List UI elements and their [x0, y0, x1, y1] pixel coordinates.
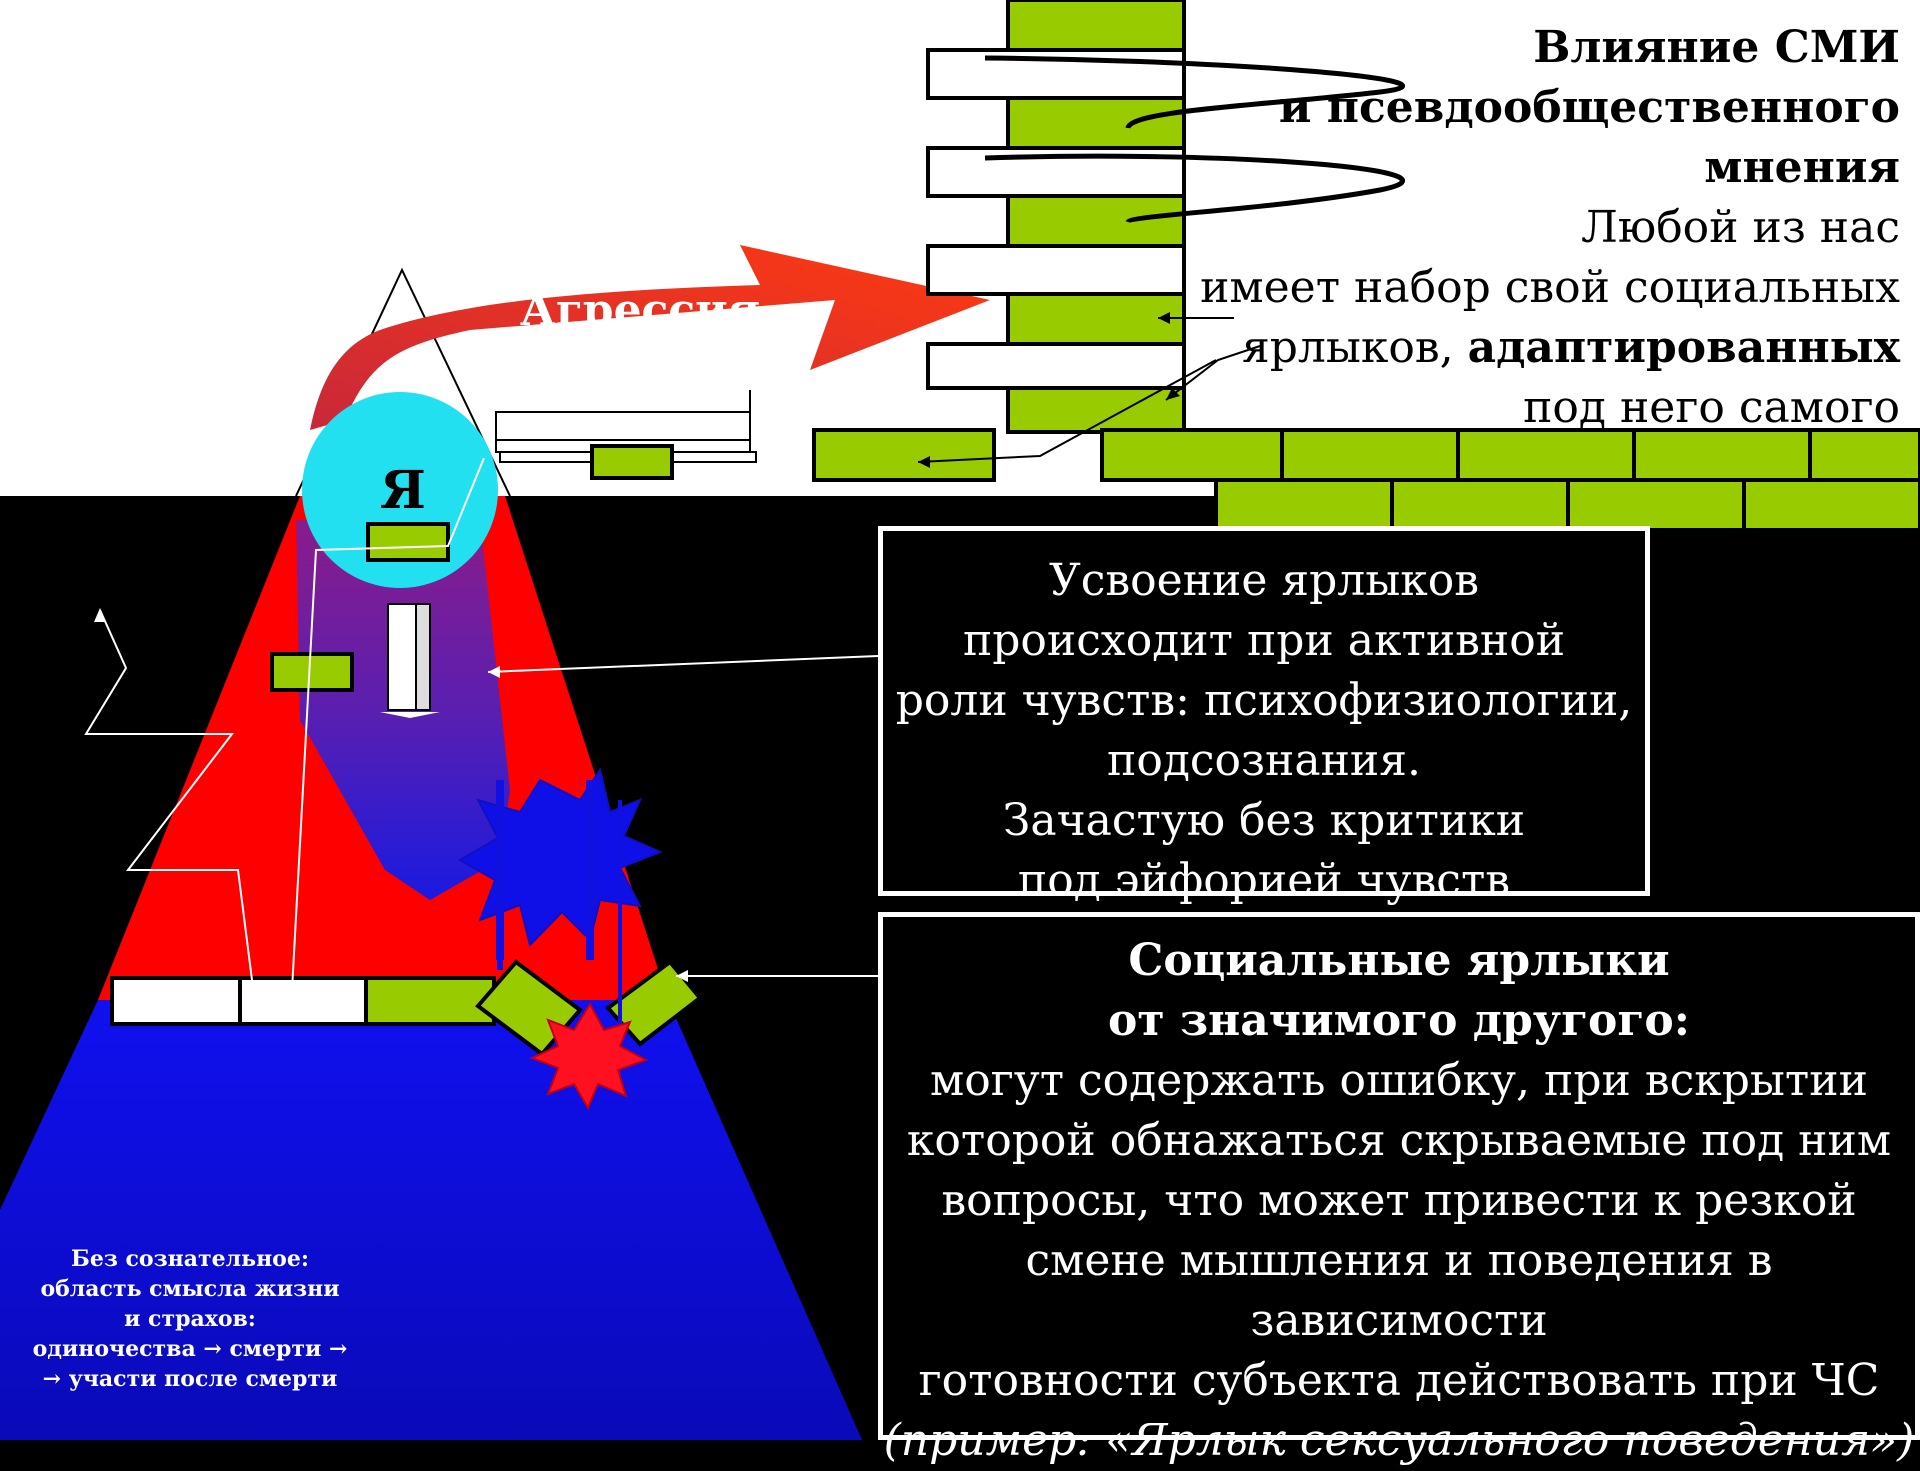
media-line-3-plain: ярлыков,	[1241, 322, 1468, 373]
green-label-self	[366, 522, 450, 562]
connector-lines-dark	[917, 317, 1261, 463]
assimilation-line: происходит при активной	[962, 615, 1566, 666]
brick-rows	[812, 428, 1920, 532]
social-example: (пример: «Ярлык сексуального поведения»)	[883, 1415, 1915, 1466]
arrowheads-dark	[918, 312, 1180, 468]
social-line: которой обнажаться скрываемые под ним	[906, 1115, 1892, 1166]
unconscious-line: Без сознательное:	[71, 1246, 309, 1272]
brick-wall	[926, 0, 1186, 434]
red-burst-icon	[529, 1001, 649, 1111]
social-title-2: от значимого другого:	[1108, 995, 1690, 1046]
broken-label-right	[605, 959, 703, 1047]
unconscious-line: и страхов:	[124, 1306, 256, 1332]
assimilation-line: Усвоение ярлыков	[1048, 555, 1480, 606]
connector-lines	[84, 457, 879, 991]
diagram-canvas	[0, 0, 1920, 1440]
media-title-3: мнения	[1704, 142, 1900, 193]
arrowheads	[94, 608, 688, 982]
assimilation-line: под эйфорией чувств	[1017, 855, 1511, 906]
media-line-2: имеет набор свой социальных	[1200, 262, 1900, 313]
media-line-3-bold: адаптированных	[1467, 322, 1900, 373]
unconscious-line: одиночества → смерти →	[32, 1336, 348, 1362]
assimilation-box: Усвоение ярлыков происходит при активной…	[878, 526, 1650, 906]
assimilation-line: подсознания.	[1107, 735, 1421, 786]
aggression-label: Агрессия	[520, 285, 761, 336]
media-line-4: под него самого	[1523, 382, 1900, 433]
assimilation-line: Зачастую без критики	[1002, 795, 1526, 846]
up-down-arrow-icon	[380, 603, 440, 718]
green-label-left	[270, 652, 354, 692]
media-line-1: Любой из нас	[1581, 202, 1900, 253]
media-line-3: ярлыков, адаптированных	[1140, 318, 1900, 378]
social-line: смене мышления и поведения в	[1025, 1235, 1773, 1286]
base-bricks	[110, 976, 496, 1026]
social-line: могут содержать ошибку, при вскрытии	[930, 1055, 1868, 1106]
unconscious-base	[0, 1000, 862, 1440]
unconscious-line: область смысла жизни	[40, 1276, 340, 1302]
media-squiggle-2	[984, 153, 1406, 225]
social-line: готовности субъекта действовать при ЧС	[918, 1355, 1880, 1406]
media-influence-text: Влияние СМИ и псевдообщественного мнения…	[1140, 18, 1900, 438]
social-line: вопросы, что может привести к резкой	[941, 1175, 1857, 1226]
self-label: Я	[380, 460, 426, 521]
media-title-1: Влияние СМИ	[1533, 22, 1900, 73]
assimilation-line: роли чувств: психофизиологии,	[895, 675, 1633, 726]
green-label-shelf	[590, 444, 674, 480]
media-title-2: и псевдообщественного	[1278, 82, 1900, 133]
unconscious-line: → участи после смерти	[42, 1366, 338, 1392]
unconscious-text: Без сознательное: область смысла жизни и…	[10, 1244, 370, 1394]
media-squiggle	[984, 55, 1406, 130]
social-title-1: Социальные ярлыки	[1128, 935, 1670, 986]
aggression-arrow	[310, 245, 990, 430]
social-line: зависимости	[1250, 1295, 1548, 1346]
social-labels-box: Социальные ярлыки от значимого другого: …	[878, 912, 1920, 1466]
